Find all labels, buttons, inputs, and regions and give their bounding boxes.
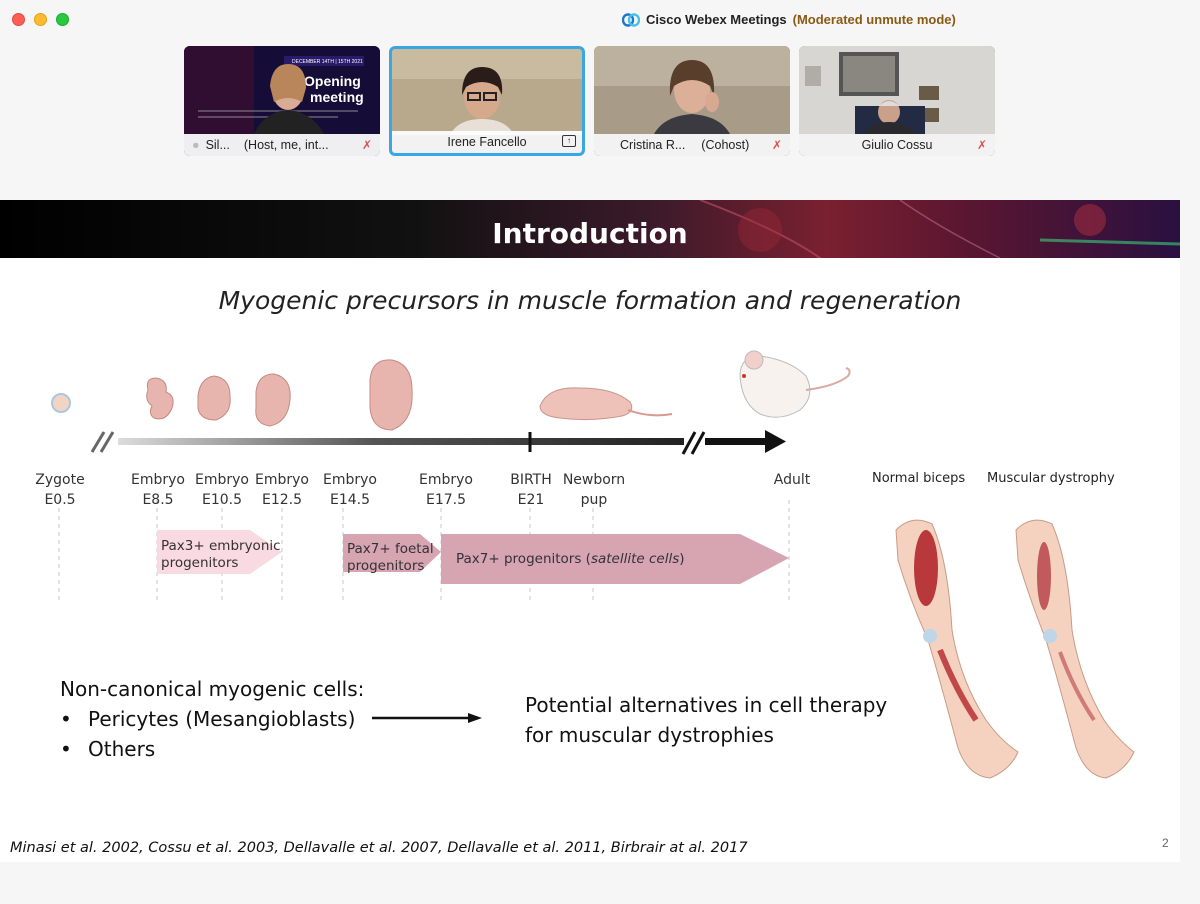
cristina-video-frame xyxy=(594,46,790,134)
participant-name: Giulio Cossu xyxy=(861,138,933,152)
participant-namebar: ● Sil... (Host, me, int... ✗ xyxy=(184,134,380,156)
pax7-satellite-arrow xyxy=(441,534,789,584)
maximize-window-button[interactable] xyxy=(56,13,69,26)
muscular-dystrophy-label: Muscular dystrophy xyxy=(987,471,1115,486)
pax7-foetal-arrow xyxy=(343,534,441,572)
mic-muted-icon[interactable]: ✗ xyxy=(771,138,782,152)
muscular-dystrophy-illustration xyxy=(1015,519,1135,779)
window-title: Cisco Webex Meetings (Moderated unmute m… xyxy=(622,12,956,27)
mic-muted-icon[interactable]: ✗ xyxy=(361,138,372,152)
title-bar: Cisco Webex Meetings (Moderated unmute m… xyxy=(0,0,1200,40)
unmute-mode-label: (Moderated unmute mode) xyxy=(792,12,956,27)
participant-video xyxy=(799,46,995,134)
embryo-e10-icon xyxy=(197,375,231,421)
embryo-e12-icon xyxy=(255,373,291,427)
participant-video xyxy=(594,46,790,134)
close-window-button[interactable] xyxy=(12,13,25,26)
minimize-window-button[interactable] xyxy=(34,13,47,26)
noncanonical-heading: Non-canonical myogenic cells: xyxy=(60,677,365,701)
app-name: Cisco Webex Meetings xyxy=(646,12,787,27)
embryo-e8-icon xyxy=(146,377,174,420)
newborn-pup-icon xyxy=(539,387,633,421)
timeline-graphic xyxy=(51,350,1135,779)
banner-decoration xyxy=(699,200,1180,258)
list-item: •Others xyxy=(60,737,156,761)
slide-subtitle: Myogenic precursors in muscle formation … xyxy=(218,286,962,315)
participant-tile-cristina[interactable]: Cristina R... (Cohost) ✗ xyxy=(594,46,790,156)
participant-role: (Host, me, int... xyxy=(243,138,329,152)
participant-role: (Cohost) xyxy=(701,138,750,152)
status-dot-icon: ● xyxy=(192,138,200,152)
irene-video-frame xyxy=(392,49,582,135)
normal-biceps-label: Normal biceps xyxy=(872,471,966,486)
timeline-bar xyxy=(118,438,684,445)
participant-namebar: Cristina R... (Cohost) ✗ xyxy=(594,134,790,156)
giulio-video-frame xyxy=(799,46,995,134)
thumb-meeting-text: meeting xyxy=(310,89,364,105)
timeline-arrowhead xyxy=(765,430,786,453)
slide-title: Introduction xyxy=(492,217,688,250)
host-video-frame: DECEMBER 14TH | 15TH 2021 Opening meetin… xyxy=(184,46,380,134)
slide-banner: Introduction xyxy=(0,200,1180,258)
slide-page-number: 2 xyxy=(1162,836,1169,850)
participant-namebar: Irene Fancello ↑ xyxy=(392,131,582,153)
embryo-e14-icon xyxy=(369,359,413,431)
noncanonical-list: Non-canonical myogenic cells: •Pericytes… xyxy=(60,674,364,764)
thumb-opening-text: Opening xyxy=(304,73,361,89)
timeline-label-adult: Adult xyxy=(773,472,811,488)
shared-slide: Introduction Myogenic precursors in musc… xyxy=(0,200,1180,862)
participant-name: Cristina R... xyxy=(620,138,686,152)
participant-video xyxy=(392,49,582,135)
participant-name: Sil... xyxy=(205,138,230,152)
normal-biceps-illustration xyxy=(895,519,1019,779)
alternatives-text: Potential alternatives in cell therapy f… xyxy=(525,693,888,747)
list-item: •Pericytes (Mesangioblasts) xyxy=(60,707,356,731)
participant-tile-host[interactable]: DECEMBER 14TH | 15TH 2021 Opening meetin… xyxy=(184,46,380,156)
arrow-icon xyxy=(468,713,482,723)
participant-name: Irene Fancello xyxy=(447,135,527,149)
participant-namebar: Giulio Cossu ✗ xyxy=(799,134,995,156)
thumb-date-text: DECEMBER 14TH | 15TH 2021 xyxy=(292,59,363,65)
webex-logo-icon xyxy=(622,12,640,27)
participant-video: DECEMBER 14TH | 15TH 2021 Opening meetin… xyxy=(184,46,380,134)
participant-tile-irene[interactable]: Irene Fancello ↑ xyxy=(389,46,585,156)
participant-tile-giulio[interactable]: Giulio Cossu ✗ xyxy=(799,46,995,156)
pax3-arrow xyxy=(157,530,282,574)
pax7-satellite-label: Pax7+ progenitors (satellite cells) xyxy=(456,551,685,567)
mic-muted-icon[interactable]: ✗ xyxy=(976,138,987,152)
share-screen-icon[interactable]: ↑ xyxy=(562,135,576,147)
references: Minasi et al. 2002, Cossu et al. 2003, D… xyxy=(10,840,748,856)
zygote-icon xyxy=(51,393,71,413)
